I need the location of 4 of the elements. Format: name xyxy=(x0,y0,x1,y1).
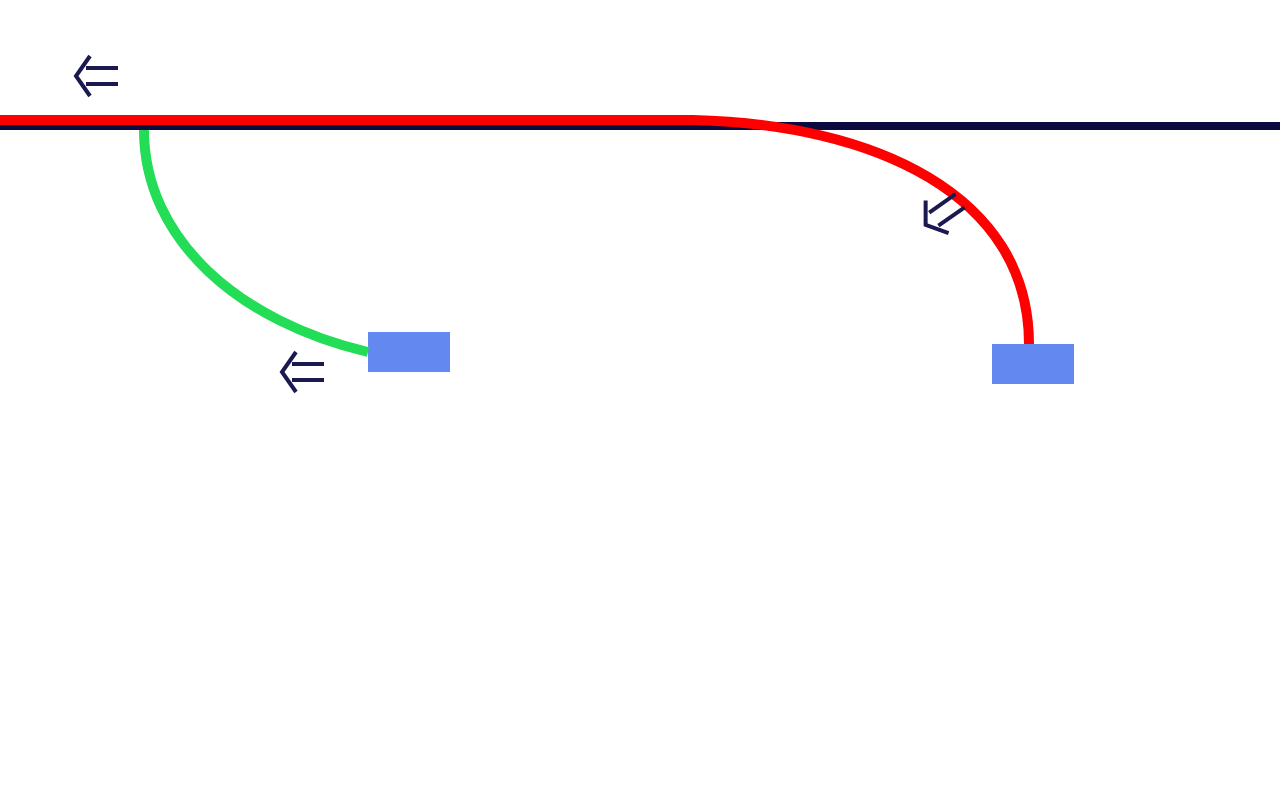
track-curve xyxy=(0,115,1034,345)
signal-block xyxy=(992,344,1074,384)
signal-block xyxy=(368,332,450,372)
track-curve xyxy=(139,129,370,357)
